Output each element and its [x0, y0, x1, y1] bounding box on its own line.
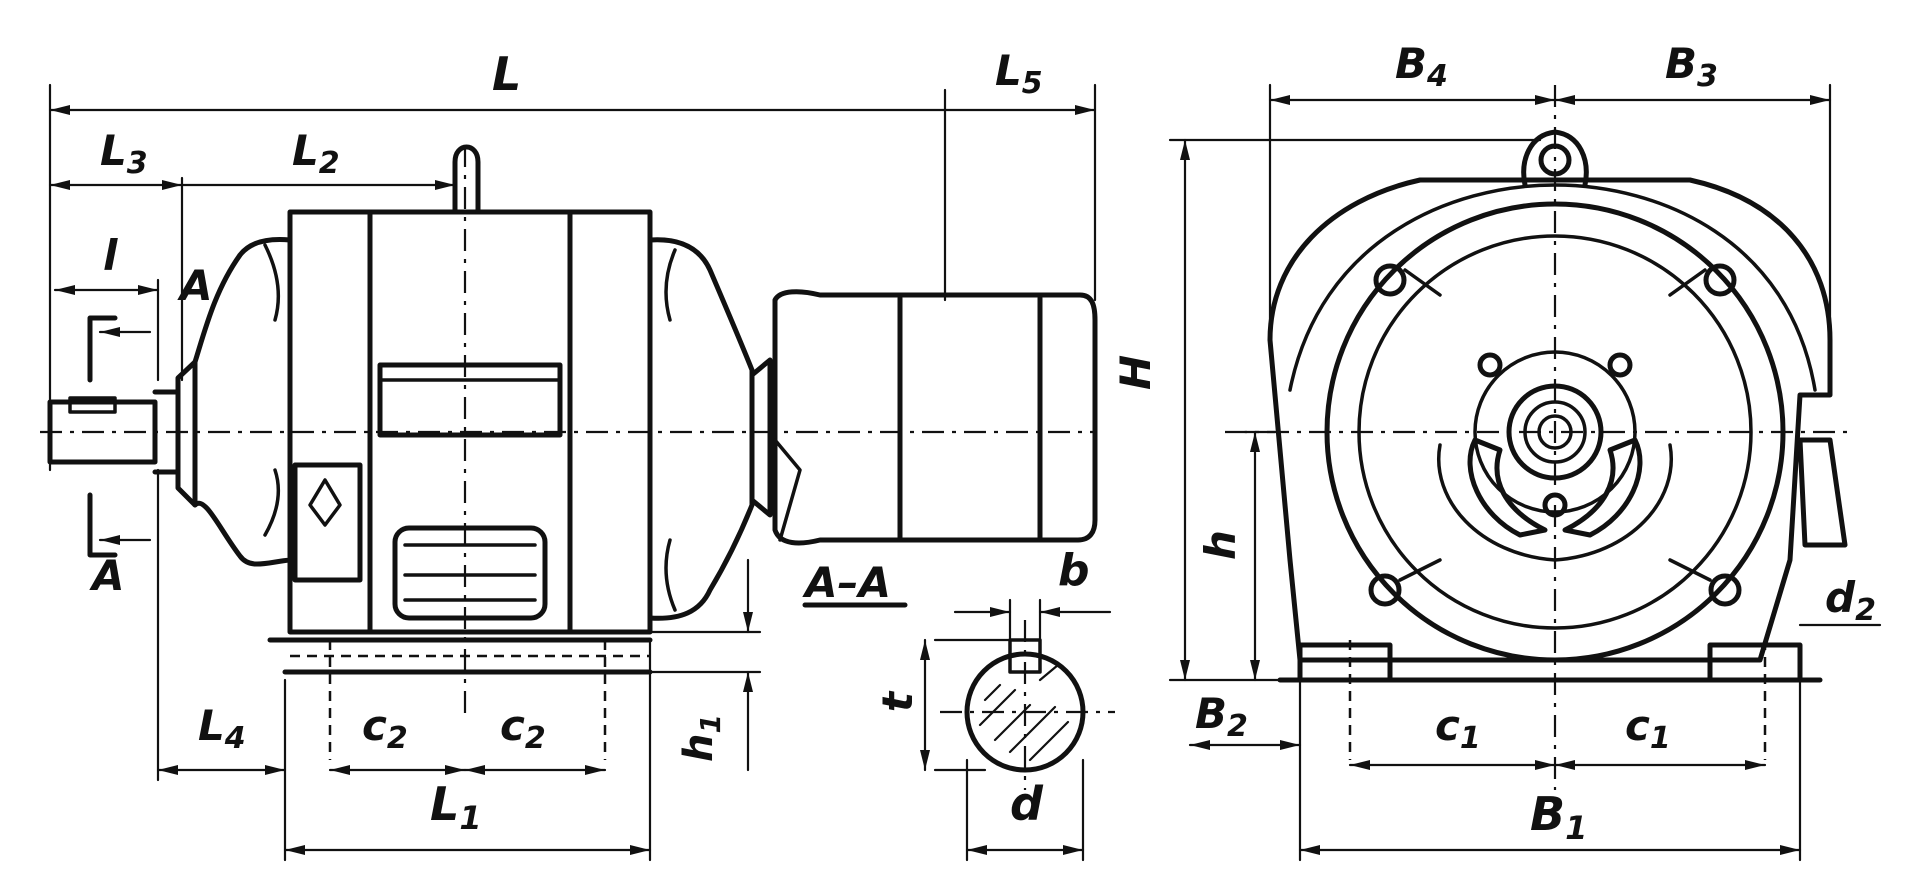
- end-housing: [1267, 177, 1833, 663]
- right-slot: [1562, 437, 1643, 538]
- section-a-a: [802, 598, 1115, 862]
- stator-frame: [267, 144, 653, 760]
- label-H: H: [1111, 355, 1160, 390]
- label-L: L: [492, 47, 521, 101]
- label-B2: B2: [1195, 689, 1248, 744]
- lifting-eyebolt: [452, 144, 481, 215]
- end-shield-outer-ring: [1324, 201, 1786, 663]
- label-c2-right: c2: [500, 701, 546, 756]
- label-d2: d2: [1825, 573, 1876, 628]
- label-B1: B1: [1530, 787, 1587, 847]
- right-end-shield: [647, 237, 755, 621]
- label-c1-right: c1: [1625, 701, 1671, 756]
- side-view: [40, 83, 1098, 862]
- label-L1: L1: [430, 777, 482, 837]
- bearing-hub: [1506, 383, 1604, 481]
- label-A-top: A: [177, 261, 213, 310]
- labels: L L5 L3 L2 l A A L4 c2 c2 L1 h1 A–A b t …: [89, 39, 1876, 847]
- end-feet: [1277, 640, 1823, 760]
- label-h1: h1: [676, 714, 727, 762]
- label-d: d: [1010, 777, 1044, 831]
- brake-unit: [749, 289, 1098, 546]
- label-L4: L4: [198, 701, 246, 756]
- label-h: h: [1196, 530, 1245, 560]
- label-c2-left: c2: [362, 701, 408, 756]
- label-t: t: [873, 690, 922, 712]
- end-dimensions: [1168, 83, 1882, 862]
- label-L5: L5: [995, 46, 1043, 101]
- shaft: [47, 359, 198, 508]
- label-L2: L2: [292, 126, 340, 181]
- label-B3: B3: [1665, 39, 1718, 94]
- end-view: [1168, 83, 1882, 862]
- left-slot: [1467, 437, 1548, 538]
- label-L3: L3: [100, 126, 148, 181]
- side-dimensions: [48, 83, 1097, 862]
- label-A-bottom: A: [89, 551, 125, 600]
- label-b: b: [1058, 545, 1090, 596]
- label-c1-left: c1: [1435, 701, 1481, 756]
- label-l: l: [103, 231, 118, 280]
- label-B4: B4: [1395, 39, 1448, 94]
- label-section-A-A: A–A: [802, 558, 891, 607]
- end-bolts: [1368, 263, 1742, 607]
